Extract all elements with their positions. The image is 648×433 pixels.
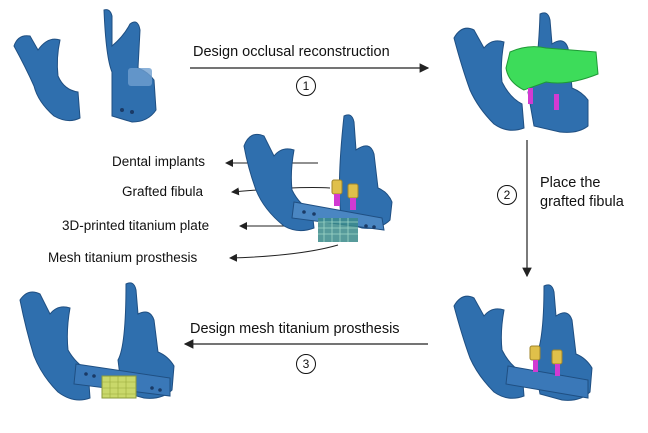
step2-label-line2: grafted fibula bbox=[540, 194, 624, 210]
callout-line-mesh bbox=[229, 244, 339, 262]
step2-label-line1: Place the bbox=[540, 175, 601, 191]
final-mesh-prosthesis-illustration bbox=[19, 282, 175, 401]
mandible-split-illustration bbox=[13, 9, 157, 123]
step3-label: Design mesh titanium prosthesis bbox=[190, 321, 400, 337]
step3-number: 3 bbox=[296, 354, 316, 374]
occlusal-reconstruction-illustration bbox=[453, 12, 599, 133]
fibula-placement-illustration bbox=[453, 284, 593, 401]
callout-mesh-prosthesis: Mesh titanium prosthesis bbox=[48, 250, 198, 265]
callout-dental-implants: Dental implants bbox=[112, 154, 206, 169]
reconstructed-mandible-illustration bbox=[243, 114, 393, 242]
callout-grafted-fibula: Grafted fibula bbox=[122, 184, 204, 199]
callout-titanium-plate: 3D-printed titanium plate bbox=[62, 218, 210, 233]
step1-number: 1 bbox=[296, 76, 316, 96]
step2-number: 2 bbox=[497, 185, 517, 205]
step1-label: Design occlusal reconstruction bbox=[193, 44, 390, 60]
